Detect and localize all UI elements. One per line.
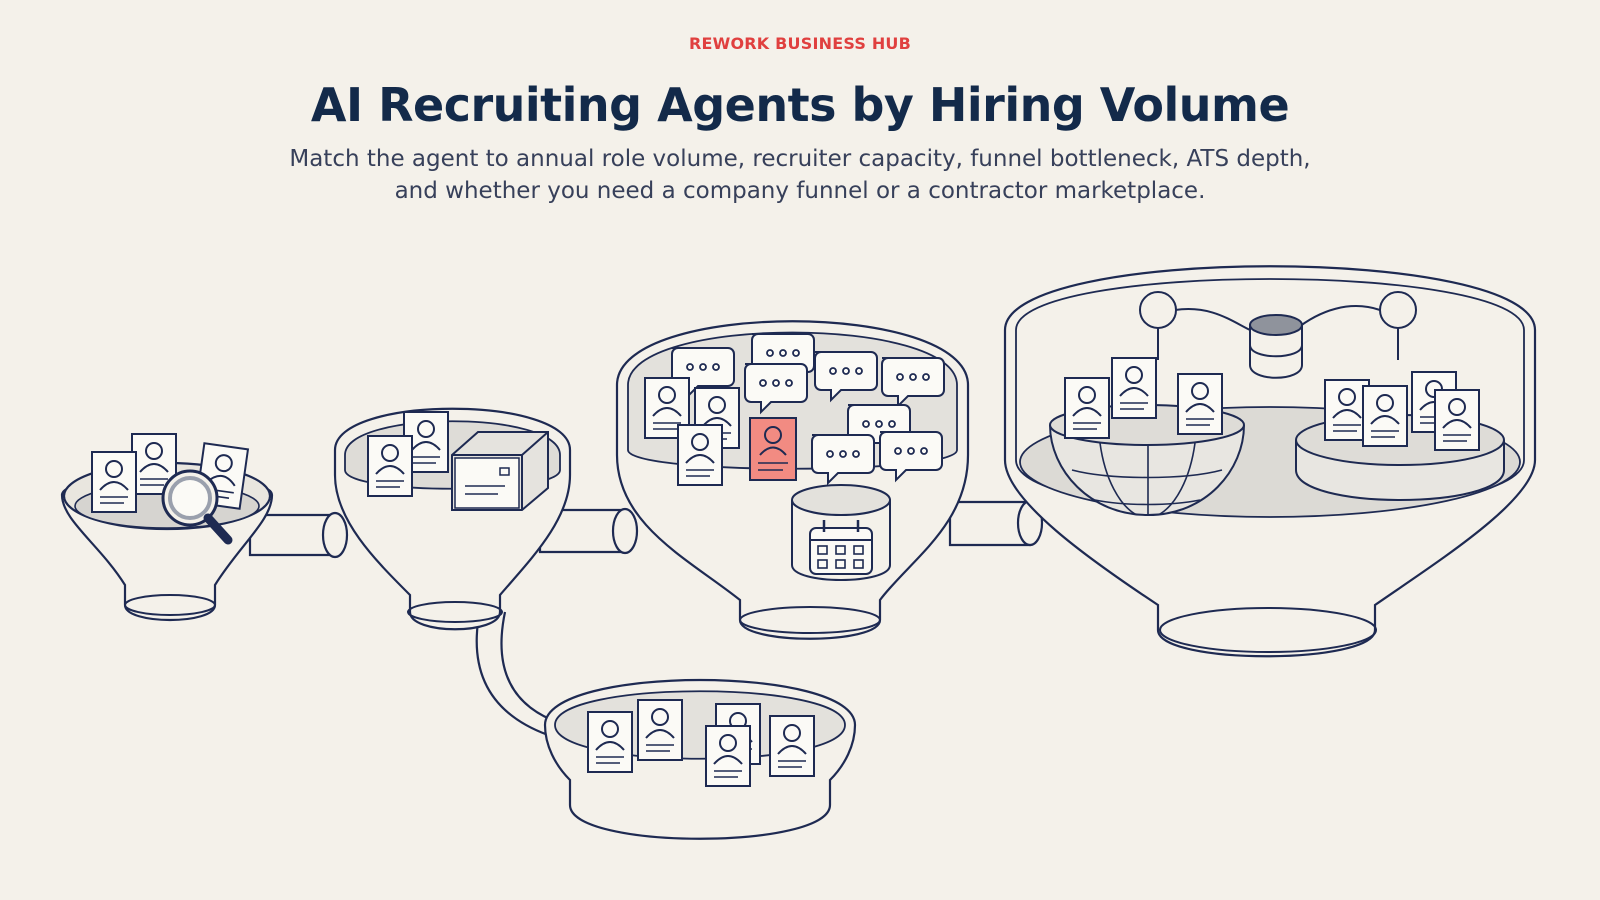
connector-pipe-3 bbox=[948, 499, 1044, 547]
resume-card-icon bbox=[1177, 373, 1223, 435]
magnifier-icon bbox=[161, 469, 233, 545]
resume-card-icon bbox=[769, 715, 815, 777]
page-subtitle: Match the agent to annual role volume, r… bbox=[289, 146, 1311, 204]
funnel-small bbox=[60, 433, 274, 622]
resume-card-icon bbox=[705, 725, 751, 787]
calendar-icon bbox=[791, 484, 891, 581]
resume-card-icon bbox=[1362, 385, 1408, 447]
selected-candidate-card-icon bbox=[749, 417, 797, 481]
page-title: AI Recruiting Agents by Hiring Volume bbox=[310, 78, 1290, 132]
database-icon bbox=[1249, 314, 1303, 379]
funnel-bottom-bowl bbox=[543, 679, 857, 840]
resume-card-icon bbox=[677, 424, 723, 486]
network-node-icon bbox=[1139, 291, 1417, 360]
resume-card-icon bbox=[1434, 389, 1480, 451]
connector-pipe-1 bbox=[248, 511, 349, 559]
resume-card-icon bbox=[1064, 377, 1110, 439]
funnel-large bbox=[615, 320, 970, 640]
funnel-medium bbox=[333, 407, 572, 631]
brand-eyebrow: REWORK BUSINESS HUB bbox=[688, 34, 912, 53]
resume-card-icon bbox=[587, 711, 633, 773]
funnel-enterprise bbox=[1003, 265, 1537, 658]
ats-box-icon bbox=[451, 431, 549, 511]
resume-card-icon bbox=[367, 435, 413, 497]
resume-card-icon bbox=[637, 699, 683, 761]
connector-pipe-2 bbox=[538, 507, 639, 555]
resume-card-icon bbox=[91, 451, 137, 513]
connector-pipe-down bbox=[475, 609, 553, 737]
resume-card-icon bbox=[1111, 357, 1157, 419]
